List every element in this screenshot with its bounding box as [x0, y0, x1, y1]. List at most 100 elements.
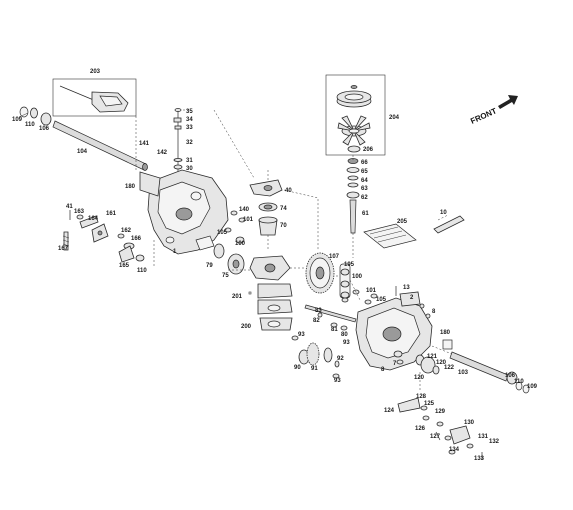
- gear-stack-40-70: [249, 170, 283, 250]
- label-100a: 100: [235, 241, 246, 247]
- label-93a: 93: [343, 340, 350, 346]
- label-180b: 180: [440, 330, 451, 336]
- label-140: 140: [239, 207, 250, 213]
- shift-rod-assembly: [173, 108, 190, 182]
- label-93b: 93: [298, 332, 305, 338]
- label-40: 40: [285, 188, 292, 194]
- label-122: 122: [444, 365, 455, 371]
- label-64: 64: [361, 178, 368, 184]
- label-105a: 105: [217, 230, 228, 236]
- label-110b: 110: [137, 268, 147, 274]
- label-103: 103: [458, 370, 469, 376]
- label-134: 134: [449, 447, 460, 453]
- label-165: 165: [119, 263, 130, 269]
- part-10-tube: [433, 214, 465, 234]
- label-1: 1: [173, 249, 177, 255]
- linkage-parts-bottom: [397, 397, 483, 460]
- label-110a: 110: [25, 122, 35, 128]
- bolts-13-2-8: [352, 286, 431, 319]
- right-housing-casting: [355, 291, 433, 371]
- ring-gear-107: [305, 252, 335, 294]
- left-axle-assembly: [18, 106, 148, 171]
- label-133: 133: [474, 456, 485, 462]
- label-83: 83: [315, 308, 322, 314]
- label-100b: 100: [352, 274, 363, 280]
- label-204: 204: [389, 115, 400, 121]
- label-201: 201: [232, 294, 243, 300]
- label-124: 124: [384, 408, 395, 414]
- label-90: 90: [294, 365, 301, 371]
- label-107: 107: [329, 254, 340, 260]
- label-7: 7: [393, 361, 397, 367]
- front-label: FRONT: [469, 106, 498, 125]
- label-163: 163: [74, 209, 85, 215]
- label-161: 161: [106, 211, 117, 217]
- front-direction-indicator: FRONT: [469, 95, 518, 126]
- label-167: 167: [58, 246, 69, 252]
- label-75: 75: [222, 273, 229, 279]
- label-166: 166: [131, 236, 142, 242]
- label-106b: 106: [505, 373, 516, 379]
- callout-labels: 203 35 34 33 204 109 110 106 141 104 142…: [12, 69, 538, 462]
- pulley-fan-assembly: [325, 74, 386, 156]
- label-195: 195: [344, 262, 355, 268]
- label-33: 33: [186, 125, 193, 131]
- label-180a: 180: [125, 184, 136, 190]
- label-164: 164: [88, 216, 99, 222]
- label-32: 32: [186, 140, 193, 146]
- label-79: 79: [206, 263, 213, 269]
- label-206: 206: [363, 147, 374, 153]
- label-2: 2: [410, 295, 414, 301]
- label-61: 61: [362, 211, 369, 217]
- label-129: 129: [435, 409, 446, 415]
- label-162: 162: [121, 228, 132, 234]
- label-200: 200: [241, 324, 252, 330]
- label-66: 66: [361, 160, 368, 166]
- label-120b: 120: [414, 375, 425, 381]
- label-106a: 106: [39, 126, 50, 132]
- label-104: 104: [77, 149, 88, 155]
- label-65: 65: [361, 169, 368, 175]
- label-132: 132: [489, 439, 500, 445]
- label-31: 31: [186, 158, 193, 164]
- label-41: 41: [66, 204, 73, 210]
- label-82: 82: [313, 318, 320, 324]
- label-80: 80: [341, 332, 348, 338]
- label-8b: 8: [381, 367, 385, 373]
- label-142: 142: [157, 150, 168, 156]
- label-130: 130: [464, 420, 475, 426]
- label-120a: 120: [436, 360, 447, 366]
- label-205: 205: [397, 219, 408, 225]
- differential-195: [339, 263, 351, 303]
- label-10: 10: [440, 210, 447, 216]
- label-110c: 110: [514, 379, 524, 385]
- label-63: 63: [361, 186, 368, 192]
- center-gear-assembly: [213, 243, 293, 331]
- label-125: 125: [424, 401, 435, 407]
- label-74: 74: [280, 206, 287, 212]
- label-34: 34: [186, 117, 193, 123]
- label-141: 141: [139, 141, 150, 147]
- label-30: 30: [186, 166, 193, 172]
- label-8a: 8: [432, 309, 436, 315]
- label-203: 203: [90, 69, 101, 75]
- part-205-pad: [363, 223, 417, 249]
- label-131: 131: [478, 434, 489, 440]
- assembly-guide-lines: [135, 109, 453, 390]
- right-axle-assembly: [396, 339, 530, 394]
- label-35: 35: [186, 109, 193, 115]
- countershaft-82: [304, 304, 357, 331]
- small-parts-140-105: [224, 210, 246, 244]
- label-101a: 101: [243, 217, 254, 223]
- label-109a: 109: [12, 117, 23, 123]
- label-13: 13: [403, 285, 410, 291]
- label-126: 126: [415, 426, 426, 432]
- label-91: 91: [311, 366, 318, 372]
- label-101b: 101: [366, 288, 377, 294]
- gear-90-92: [291, 335, 340, 379]
- label-109b: 109: [527, 384, 538, 390]
- label-81: 81: [331, 327, 338, 333]
- part-203-assembly: [52, 78, 137, 117]
- label-121: 121: [427, 354, 438, 360]
